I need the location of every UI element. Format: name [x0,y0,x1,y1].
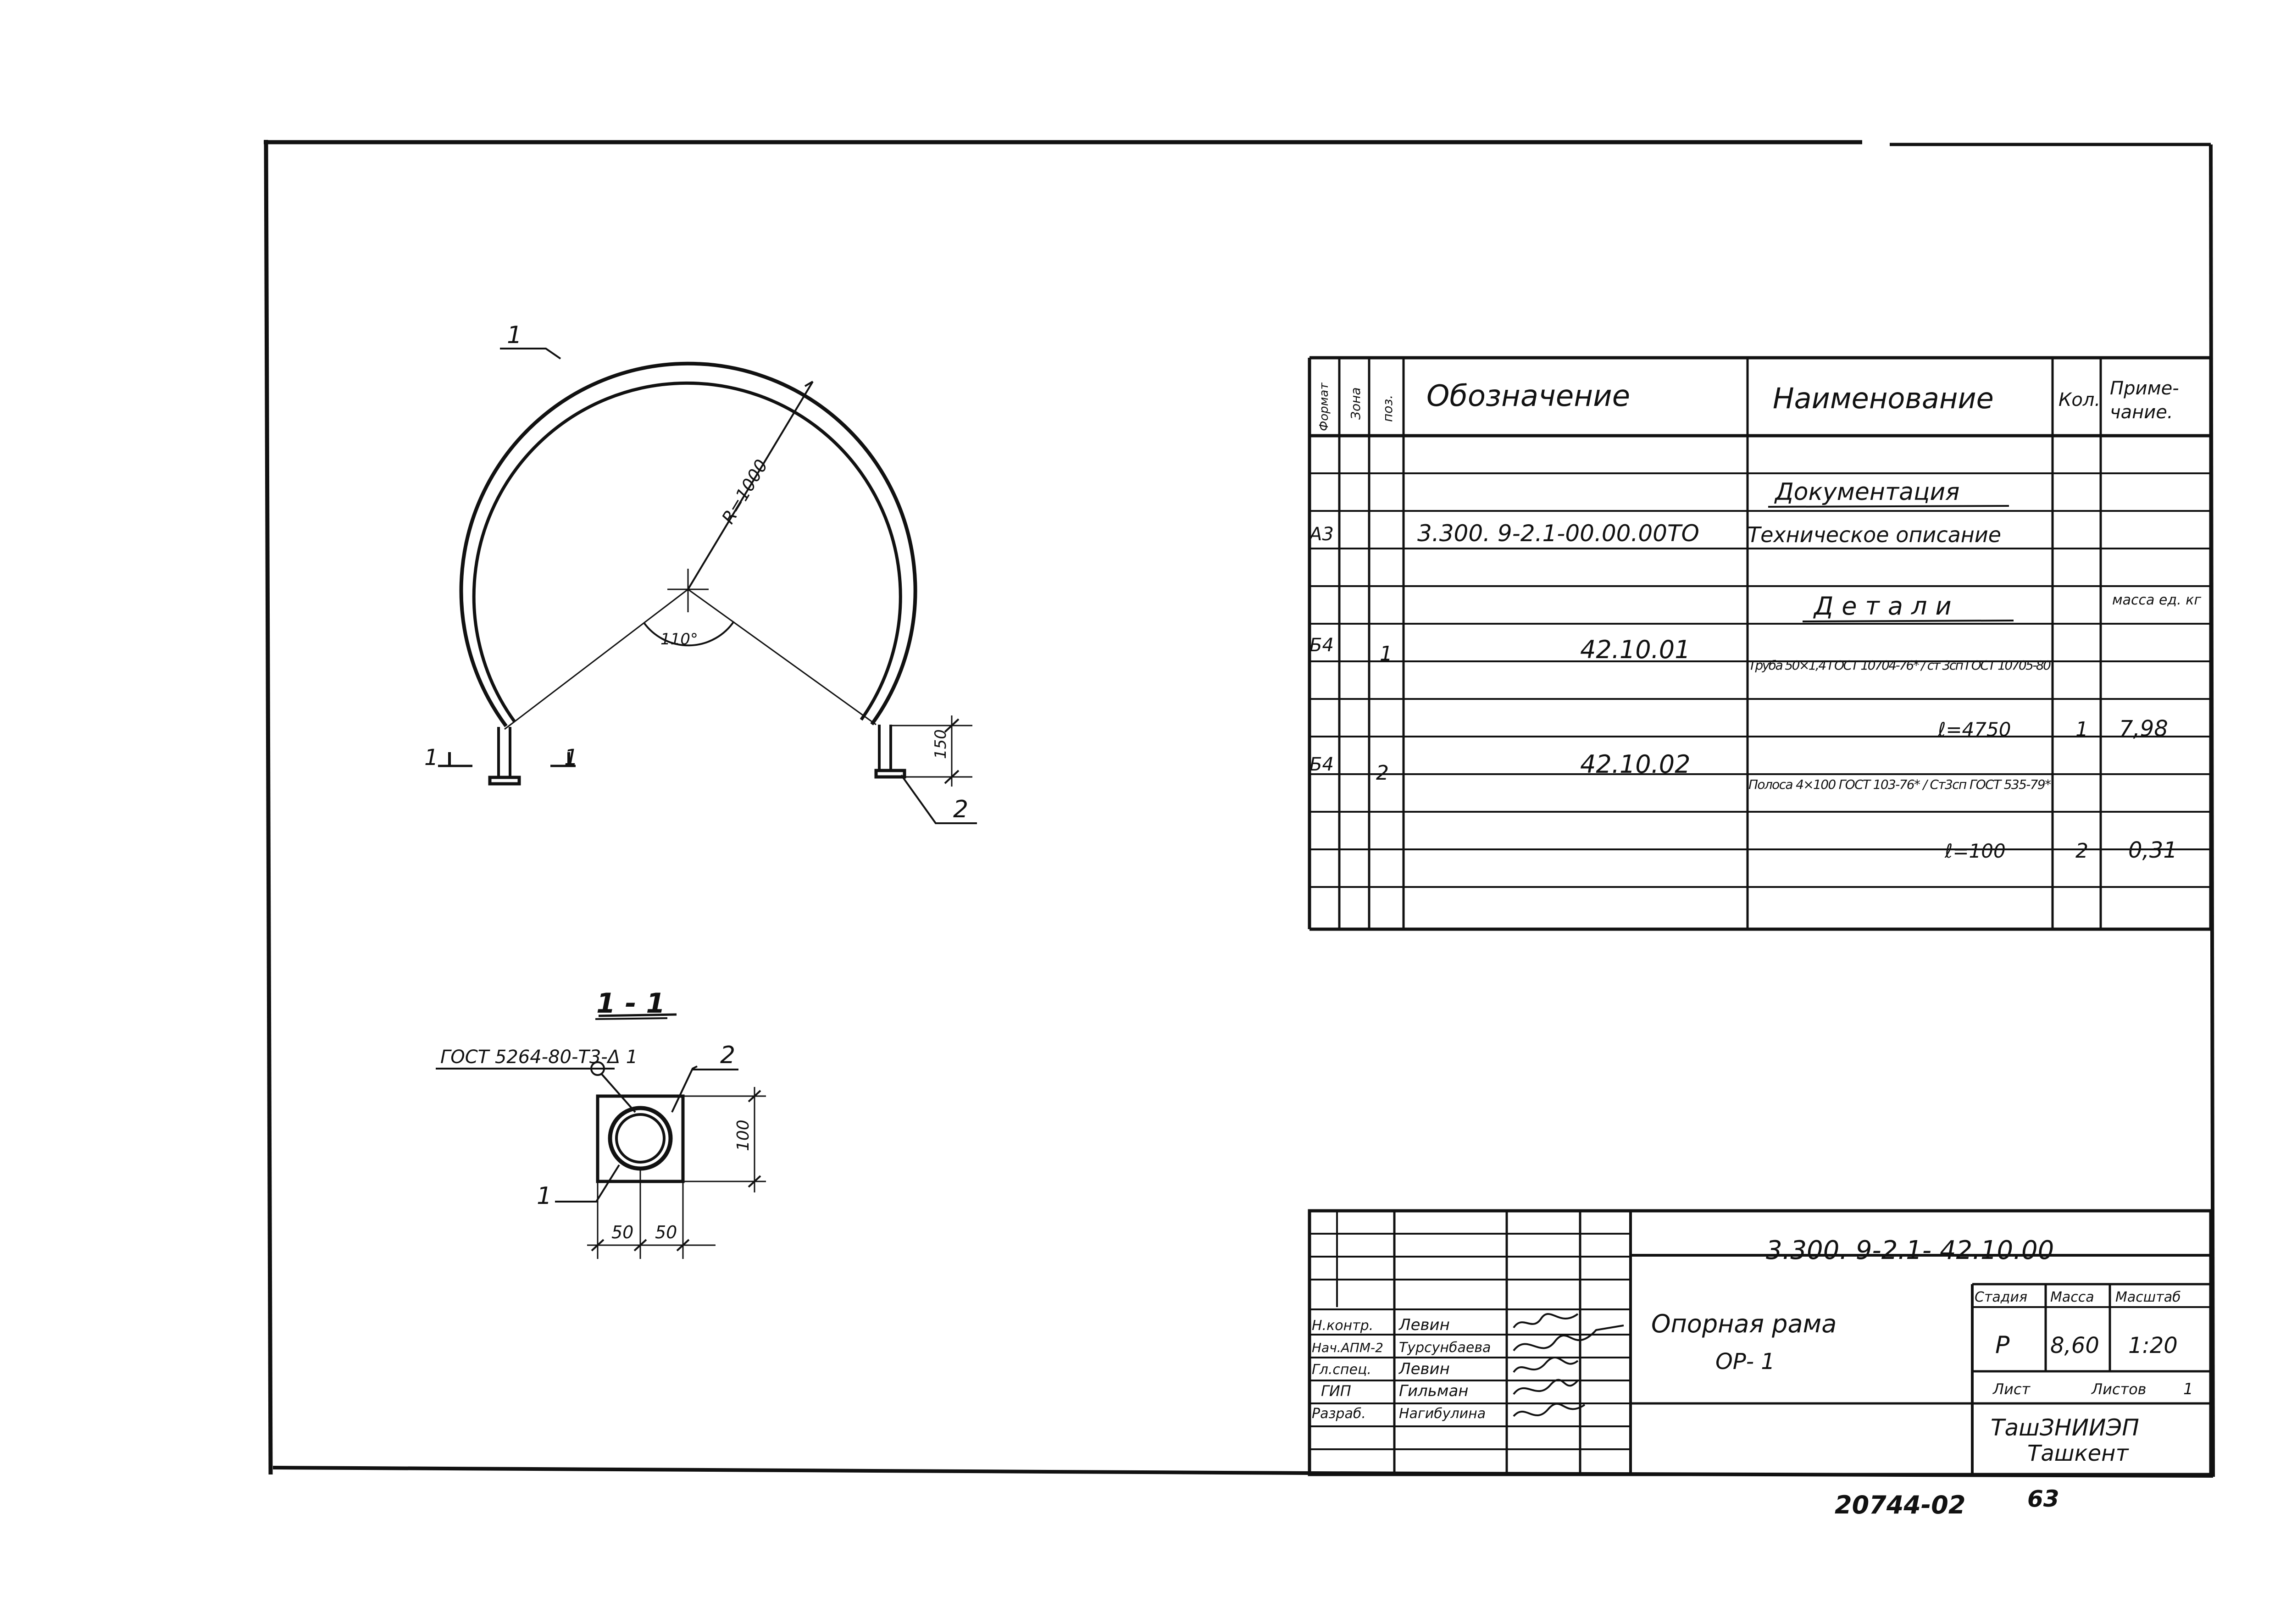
section-1-1 [436,1013,766,1259]
radius-line [687,381,814,590]
pipe-arch-outer [459,361,917,727]
leg-height-label: 150 [932,729,950,759]
header-note-1: Приме- [2110,378,2179,399]
section-labels: 1 - 1 ГОСТ 5264-80-Т3-Δ 1 2 1 100 50 50 [440,987,753,1242]
signer-name: Гильман [1399,1382,1469,1400]
base-plate-right [874,769,906,779]
callout-1-text: 1 [507,321,522,349]
doc-code: 3.300. 9-2.1- 42.10.00 [1766,1236,2054,1265]
spec-length-2: ℓ=100 [1944,840,2006,862]
signatories: Н.контр. Левин Нач.АПМ-2 Турсунбаева Гл.… [1312,1316,1491,1422]
spec-qty-1: 1 [2075,718,2088,741]
header-zone: Зона [1348,387,1363,420]
spec-rows: Документация А3 3.300. 9-2.1-00.00.00ТО … [1308,478,2201,863]
scale-value: 1:20 [2128,1333,2178,1358]
pipe-section-outer [608,1106,673,1171]
section-width-left: 50 [611,1222,633,1242]
drawing-title: Опорная рама [1651,1309,1837,1338]
spec-header: Формат Зона поз. Обозначение Наименовани… [1317,378,2179,431]
spec-name-2: Полоса 4×100 ГОСТ 103-76* / Ст3сп ГОСТ 5… [1748,777,2051,792]
section-mark-right: 1 [564,745,578,770]
mass-value: 8,60 [2050,1333,2099,1358]
spec-mass-unit: масса ед. кг [2112,592,2201,608]
header-designation: Обозначение [1426,379,1630,413]
spec-format-a3: А3 [1308,524,1334,545]
base-plate-left [488,776,521,786]
spec-mass-2: 0,31 [2128,837,2177,863]
signer-role: Разраб. [1312,1406,1366,1422]
pipe-section-inner [615,1113,666,1164]
signer-role: ГИП [1321,1382,1351,1400]
signer-role: Нач.АПМ-2 [1312,1340,1383,1355]
signer-name: Нагибулина [1399,1406,1486,1422]
sheet-footer: 20744-02 63 [1835,1485,2059,1519]
drawing-subtitle: ОР- 1 [1715,1349,1775,1375]
header-format: Формат [1317,382,1331,431]
sheet-frame [264,139,2215,1478]
spec-section-documentation: Документация [1774,478,1959,506]
weld-note: ГОСТ 5264-80-Т3-Δ 1 [440,1047,638,1068]
section-width-right: 50 [655,1222,677,1242]
weld-symbol [590,1061,605,1076]
spec-format-b4-2: Б4 [1309,754,1334,775]
stage-value: Р [1995,1331,2010,1359]
org-city: Ташкент [2027,1441,2130,1466]
spec-name-to: Техническое описание [1748,522,2001,547]
spec-name-1: Труба 50×1,4 ГОСТ 10704-76* / ст 3сп ГОС… [1748,658,2051,673]
spec-pos-1: 1 [1380,642,1393,665]
radius-label: R=1000 [718,456,772,527]
pipe-arch-inner [472,381,902,723]
mass-label: Масса [2050,1289,2094,1305]
spec-section-details: Детали [1813,592,1960,621]
inventory-number: 20744-02 [1835,1491,1965,1519]
callout-2-text: 2 [953,796,968,823]
spec-designation-1: 42.10.01 [1580,635,1690,664]
angle-arc [643,621,735,647]
title-block-text: 3.300. 9-2.1- 42.10.00 Опорная рама ОР- … [1312,1236,2193,1466]
header-note-2: чание. [2110,402,2173,423]
spec-mass-1: 7,98 [2119,716,2168,742]
signer-role: Н.контр. [1312,1318,1373,1334]
spec-pos-2: 2 [1376,761,1389,785]
section-height-label: 100 [734,1120,753,1151]
signer-role: Гл.спец. [1312,1362,1371,1378]
spec-format-b4-1: Б4 [1309,635,1334,656]
spec-table: Формат Зона поз. Обозначение Наименовани… [1308,356,2213,931]
frame-main-view [438,348,977,824]
signer-name: Левин [1398,1316,1450,1334]
section-title: 1 - 1 [596,987,665,1020]
sheets-count: 1 [2183,1380,2193,1398]
spec-length-1: ℓ=4750 [1937,718,2011,741]
handwritten-signatures [1513,1313,1624,1417]
main-view-labels: 1 2 R=1000 110° 150 1 1 [424,321,968,823]
section-callout-2: 2 [720,1042,735,1069]
org-name: ТашЗНИИЭП [1991,1414,2139,1441]
stage-label: Стадия [1975,1289,2027,1305]
header-qty: Кол. [2059,389,2100,410]
spec-qty-2: 2 [2075,839,2088,863]
header-pos: поз. [1380,395,1395,422]
spec-designation-2: 42.10.02 [1580,750,1690,779]
section-mark-left: 1 [424,745,438,770]
page-number: 63 [2027,1485,2059,1512]
sheets-label: Листов [2091,1380,2147,1398]
signer-name: Турсунбаева [1399,1340,1491,1356]
section-callout-1: 1 [537,1182,552,1210]
spec-designation-to: 3.300. 9-2.1-00.00.00ТО [1417,520,1699,547]
scale-label: Масштаб [2115,1289,2181,1305]
sheet-label: Лист [1992,1380,2031,1398]
signer-name: Левин [1398,1360,1450,1378]
header-name: Наименование [1773,382,1994,415]
angle-label: 110° [660,630,698,648]
